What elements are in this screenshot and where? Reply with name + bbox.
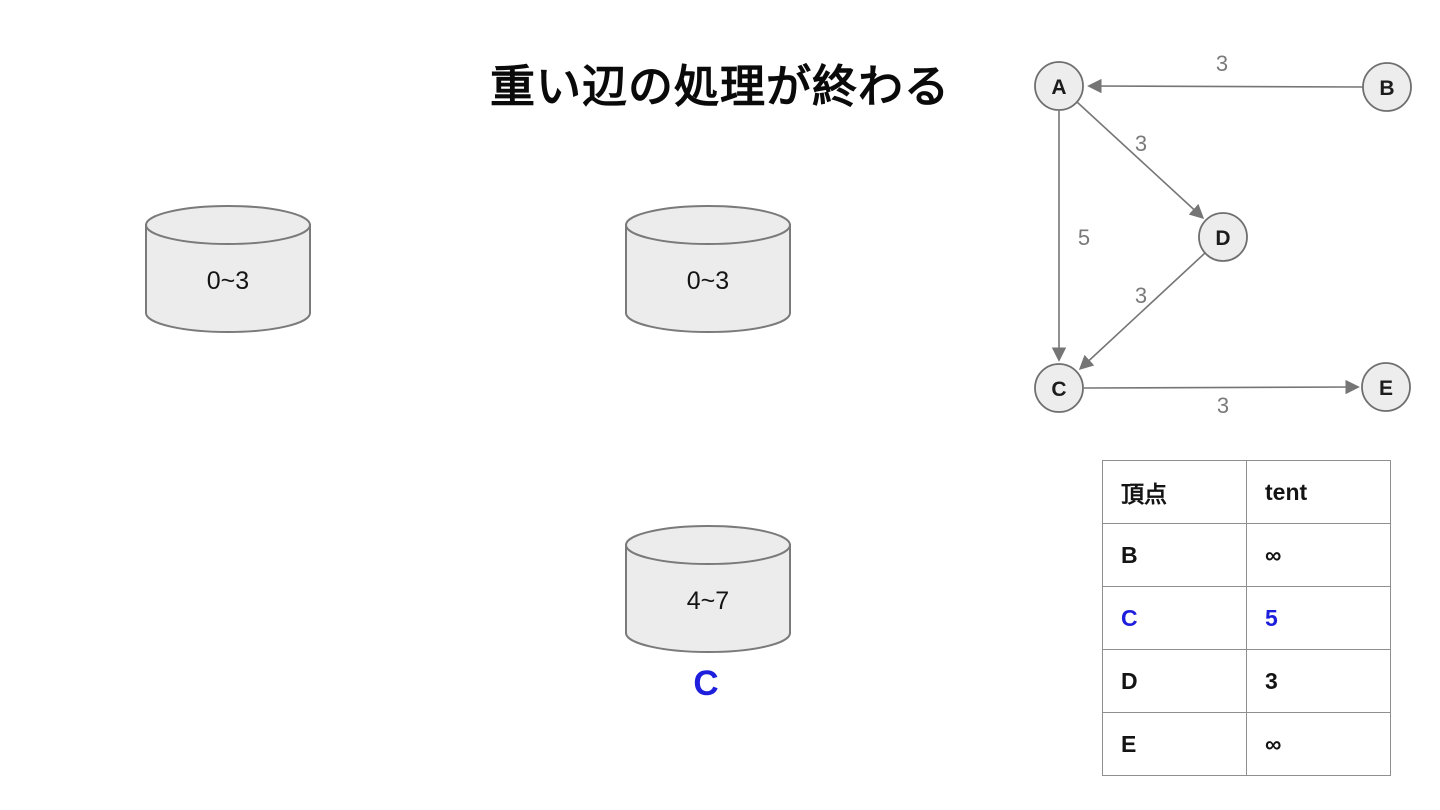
graph-node-e: E xyxy=(1361,362,1411,412)
edge-b-a xyxy=(1087,78,1364,94)
vertex-cell: C xyxy=(1102,586,1247,650)
bucket-cylinder-1: 0~3 xyxy=(144,203,312,335)
node-label: B xyxy=(1379,77,1394,100)
vertex-cell: E xyxy=(1102,712,1247,776)
bucket-cylinder-2: 0~3 xyxy=(624,203,792,335)
graph-diagram: 3 3 5 3 3 A B D C E xyxy=(1034,51,1412,418)
graph-node-c: C xyxy=(1034,363,1084,413)
table-header-row: 頂点 tent xyxy=(1102,460,1391,524)
table-row: B ∞ xyxy=(1102,523,1391,587)
edge-d-c xyxy=(1078,252,1206,370)
tent-cell: ∞ xyxy=(1246,523,1391,587)
node-label: C xyxy=(1051,378,1066,401)
table-header-tent: tent xyxy=(1246,460,1391,524)
cylinder-shape-icon: 0~3 xyxy=(625,205,791,333)
table-row: C 5 xyxy=(1102,586,1391,650)
bucket-range-label: 4~7 xyxy=(687,587,729,615)
tent-cell: 3 xyxy=(1246,649,1391,713)
graph-node-b: B xyxy=(1362,62,1412,112)
bucket-caption-c: C xyxy=(693,664,719,703)
edge-weight-label: 3 xyxy=(1135,283,1147,308)
node-label: D xyxy=(1215,227,1230,250)
graph-node-d: D xyxy=(1198,212,1248,262)
vertex-cell: B xyxy=(1102,523,1247,587)
edge-c-e xyxy=(1083,379,1360,395)
edge-weight-label: 3 xyxy=(1217,393,1229,418)
cylinder-shape-icon: 4~7 xyxy=(625,525,791,653)
bucket-range-label: 0~3 xyxy=(687,267,729,295)
table-header-vertex: 頂点 xyxy=(1102,460,1247,524)
tent-cell: ∞ xyxy=(1246,712,1391,776)
node-label: E xyxy=(1379,377,1393,400)
bucket-cylinder-3: 4~7 xyxy=(624,523,792,655)
tent-table: 頂点 tent B ∞ C 5 D 3 E ∞ xyxy=(1102,460,1391,776)
tent-cell: 5 xyxy=(1246,586,1391,650)
edge-weight-label: 3 xyxy=(1216,51,1228,76)
edge-a-d xyxy=(1076,101,1205,219)
edge-weight-label: 3 xyxy=(1135,131,1147,156)
table-row: E ∞ xyxy=(1102,712,1391,776)
bucket-range-label: 0~3 xyxy=(207,267,249,295)
table-row: D 3 xyxy=(1102,649,1391,713)
edge-weight-label: 5 xyxy=(1078,225,1090,250)
node-label: A xyxy=(1051,76,1066,99)
cylinder-shape-icon: 0~3 xyxy=(145,205,311,333)
graph-node-a: A xyxy=(1034,61,1084,111)
page-title: 重い辺の処理が終わる xyxy=(489,61,950,112)
vertex-cell: D xyxy=(1102,649,1247,713)
